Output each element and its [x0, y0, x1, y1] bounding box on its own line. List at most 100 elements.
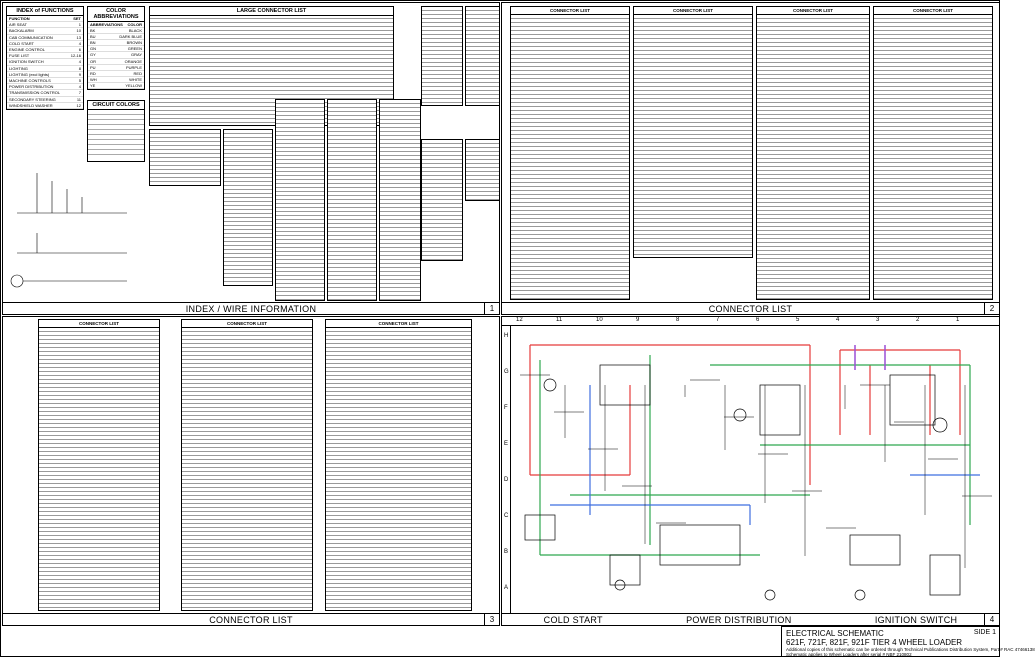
- color-abbr: RD: [90, 70, 96, 76]
- zone-letter: D: [504, 477, 509, 483]
- relay-coil-symbol: [932, 417, 948, 433]
- zone-number: 9: [636, 317, 640, 323]
- color-name: DARK BLUE: [119, 34, 142, 40]
- index-title: INDEX of FUNCTIONS: [7, 7, 83, 16]
- connector-table-2b-title: CONNECTOR LIST: [634, 7, 752, 15]
- index-function: IGNITION SWITCH: [9, 59, 44, 65]
- index-function: COLD START: [9, 40, 34, 46]
- schematic-title: ELECTRICAL SCHEMATIC: [786, 629, 884, 638]
- index-function: POWER DISTRIBUTION: [9, 84, 54, 90]
- zone-number: 4: [836, 317, 840, 323]
- connector-table-2b: CONNECTOR LIST: [633, 6, 753, 258]
- connector-table-2a: CONNECTOR LIST: [510, 6, 630, 300]
- connector-table-3c: CONNECTOR LIST: [325, 319, 472, 611]
- index-set: 8: [78, 65, 81, 71]
- section-cold-start: COLD START: [543, 614, 603, 625]
- panel-2-footer: CONNECTOR LIST: [502, 302, 999, 314]
- panel-3-title: CONNECTOR LIST: [209, 614, 293, 625]
- panel-connector-list-3: CONNECTOR LIST CONNECTOR LIST CONNECTOR …: [2, 316, 500, 626]
- index-function: MACHINE CONTROLS: [9, 78, 51, 84]
- panel-connector-list-2: CONNECTOR LIST CONNECTOR LIST CONNECTOR …: [501, 2, 1000, 315]
- zone-letter: H: [504, 333, 509, 339]
- index-set: 4: [78, 40, 81, 46]
- panel-2-number: 2: [984, 303, 999, 314]
- color-name: GRAY: [130, 52, 142, 58]
- order-note: Additional copies of this schematic can …: [786, 647, 1035, 652]
- index-row: BACKALARM 10: [7, 28, 83, 35]
- relay-block: [759, 384, 801, 436]
- zone-number: 6: [756, 317, 760, 323]
- connector-table-2d: CONNECTOR LIST: [873, 6, 993, 300]
- index-set: 13: [76, 34, 81, 40]
- index-function: SECONDARY STEERING: [9, 96, 56, 102]
- relay-block: [889, 374, 936, 426]
- index-function: WINDSHIELD WASHER: [9, 102, 53, 108]
- colors-col-color: COLOR: [127, 22, 142, 27]
- index-row: MACHINE CONTROLS 5: [7, 78, 83, 85]
- color-abbr: BU: [90, 34, 96, 40]
- color-name: RED: [133, 70, 142, 76]
- ground-symbol: [614, 579, 626, 591]
- ignition-switch-block: [929, 554, 961, 596]
- zone-number: 10: [596, 317, 603, 323]
- color-abbr: GN: [90, 46, 96, 52]
- zone-number: 12: [516, 317, 523, 323]
- colors-col-abbr: ABBREVIATIONS: [90, 22, 123, 27]
- title-block: SIDE 1 ELECTRICAL SCHEMATIC 621F, 721F, …: [781, 626, 1035, 657]
- large-connector-list: LARGE CONNECTOR LIST: [149, 6, 394, 126]
- section-power-distribution: POWER DISTRIBUTION: [686, 614, 792, 625]
- zone-number: 7: [716, 317, 720, 323]
- index-function: LIGHTING (excl lights): [9, 71, 50, 77]
- index-function: AIR SEAT: [9, 22, 27, 28]
- index-function: BACKALARM: [9, 28, 34, 34]
- color-row: GN GREEN: [88, 46, 144, 53]
- color-abbr: PU: [90, 64, 96, 70]
- connector-table-3b: CONNECTOR LIST: [181, 319, 313, 611]
- index-col-set: SET: [73, 16, 81, 21]
- serial-note: Schematic applies to Wheel Loaders after…: [786, 652, 912, 657]
- pin-table-c: [275, 99, 325, 301]
- zone-letter: A: [504, 585, 509, 591]
- pin-table-f: [421, 6, 463, 106]
- color-name: GREEN: [127, 46, 142, 52]
- connector-table-2d-title: CONNECTOR LIST: [874, 7, 992, 15]
- pin-table-i: [465, 139, 500, 201]
- index-set: 12-16: [70, 53, 81, 59]
- panel-3-footer: CONNECTOR LIST: [3, 613, 499, 625]
- index-set: 7: [78, 90, 81, 96]
- zone-number: 8: [676, 317, 680, 323]
- panel-4-number: 4: [984, 614, 999, 625]
- color-abbr: BN: [90, 40, 96, 46]
- section-ignition-switch: IGNITION SWITCH: [874, 614, 958, 625]
- index-set: 10: [76, 28, 81, 34]
- zone-number: 3: [876, 317, 880, 323]
- color-abbr: BK: [90, 28, 96, 34]
- panel-4-footer: COLD START POWER DISTRIBUTION IGNITION S…: [502, 613, 999, 625]
- color-name: YELLOW: [125, 82, 142, 88]
- panel-1-footer: INDEX / WIRE INFORMATION: [3, 302, 499, 314]
- pin-table-h: [421, 139, 463, 261]
- connector-table-3c-title: CONNECTOR LIST: [326, 320, 471, 328]
- zone-number: 2: [916, 317, 920, 323]
- color-name: ORANGE: [124, 58, 142, 64]
- battery-block: [524, 514, 556, 541]
- connector-table-2c-title: CONNECTOR LIST: [757, 7, 869, 15]
- index-set: 1: [78, 22, 81, 28]
- circuit-colors-rows: [88, 110, 144, 158]
- light-symbol: [543, 378, 557, 392]
- pin-table-g: [465, 6, 500, 106]
- index-set: 5: [78, 78, 81, 84]
- pin-table-b: [223, 129, 273, 286]
- model-line: 621F, 721F, 821F, 921F TIER 4 WHEEL LOAD…: [786, 638, 963, 647]
- index-set: 4: [78, 59, 81, 65]
